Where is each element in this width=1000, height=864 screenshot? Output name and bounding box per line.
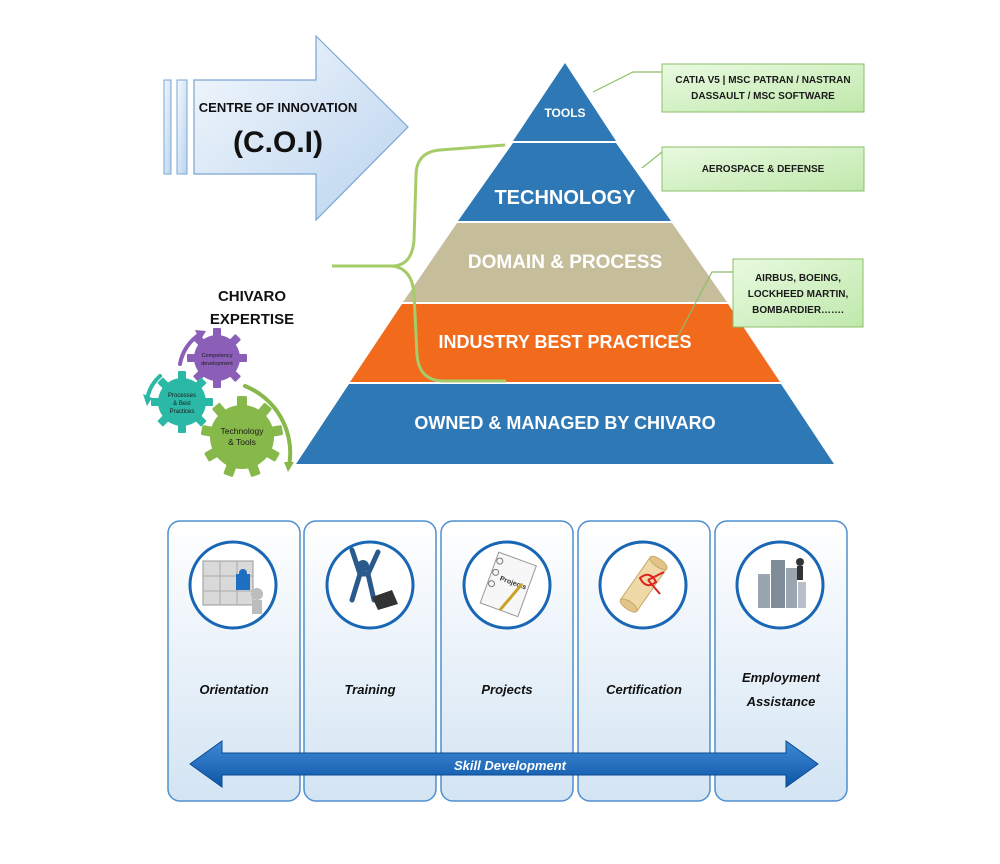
- gear-processes-line3: Practices: [170, 409, 195, 415]
- person-laptop-icon: [349, 547, 398, 610]
- expertise-line2: EXPERTISE: [210, 311, 294, 328]
- stage-projects: Projects Projects: [440, 520, 574, 802]
- gear-technology-line1: Technology: [220, 426, 264, 436]
- expertise-heading: CHIVARO EXPERTISE: [210, 288, 294, 328]
- stage-label-employment-line2: Assistance: [746, 694, 816, 709]
- gear-technology-line2: & Tools: [228, 437, 256, 447]
- coi-title: CENTRE OF INNOVATION: [199, 100, 357, 115]
- gear-competency: Competency development: [187, 328, 247, 388]
- tier-label-owned: OWNED & MANAGED BY CHIVARO: [414, 413, 715, 433]
- pyramid-tier-owned: [296, 384, 834, 464]
- expertise-line1: CHIVARO: [218, 288, 286, 305]
- city-buildings-icon: [758, 558, 806, 608]
- coi-acronym: (C.O.I): [233, 126, 323, 159]
- gear-processes-line2: & Best: [173, 401, 191, 407]
- projects-notebook-icon: Projects: [479, 551, 537, 618]
- gear-competency-line1: Competency: [202, 353, 233, 359]
- pyramid-tier-industry: [350, 304, 780, 382]
- gear-processes: Processes & Best Practices: [151, 371, 213, 433]
- pyramid: TOOLS TECHNOLOGY DOMAIN & PROCESS INDUST…: [296, 63, 834, 464]
- note-industry-line2: LOCKHEED MARTIN,: [748, 289, 849, 300]
- note-tools-line1: CATIA V5 | MSC PATRAN / NASTRAN: [675, 75, 850, 86]
- note-industry: AIRBUS, BOEING, LOCKHEED MARTIN, BOMBARD…: [675, 258, 864, 341]
- note-tools: CATIA V5 | MSC PATRAN / NASTRAN DASSAULT…: [592, 63, 865, 113]
- puzzle-icon: [202, 560, 263, 614]
- pyramid-tier-technology: [458, 143, 671, 221]
- note-industry-line1: AIRBUS, BOEING,: [755, 273, 841, 284]
- tier-label-industry: INDUSTRY BEST PRACTICES: [438, 332, 691, 352]
- coi-arrow: CENTRE OF INNOVATION (C.O.I): [163, 34, 409, 222]
- note-technology: AEROSPACE & DEFENSE: [641, 146, 865, 192]
- stage-label-certification: Certification: [606, 682, 682, 697]
- stage-label-projects: Projects: [481, 682, 532, 697]
- stage-label-orientation: Orientation: [199, 682, 268, 697]
- tier-label-domain: DOMAIN & PROCESS: [468, 252, 662, 273]
- tier-label-technology: TECHNOLOGY: [494, 187, 636, 209]
- expertise-bracket: [332, 143, 506, 383]
- skill-development-arrow: Skill Development: [189, 740, 819, 788]
- note-industry-line3: BOMBARDIER…….: [752, 305, 844, 316]
- note-technology-line1: AEROSPACE & DEFENSE: [702, 164, 825, 175]
- stage-employment: Employment Assistance: [714, 520, 848, 802]
- pyramid-tier-domain: [403, 223, 727, 302]
- stage-certification: Certification: [577, 520, 711, 802]
- stage-label-training: Training: [344, 682, 395, 697]
- certificate-scroll-icon: [619, 555, 668, 613]
- gear-technology: Technology & Tools: [200, 396, 284, 477]
- stage-orientation: Orientation: [167, 520, 301, 802]
- stage-label-employment-line1: Employment: [742, 670, 821, 685]
- skill-development-label: Skill Development: [454, 758, 567, 773]
- gear-competency-line2: development: [201, 361, 233, 367]
- stage-training: Training: [303, 520, 437, 802]
- pyramid-tier-tools: [513, 63, 616, 141]
- tier-label-tools: TOOLS: [544, 106, 585, 120]
- gear-processes-line1: Processes: [168, 393, 196, 399]
- note-tools-line2: DASSAULT / MSC SOFTWARE: [691, 91, 835, 102]
